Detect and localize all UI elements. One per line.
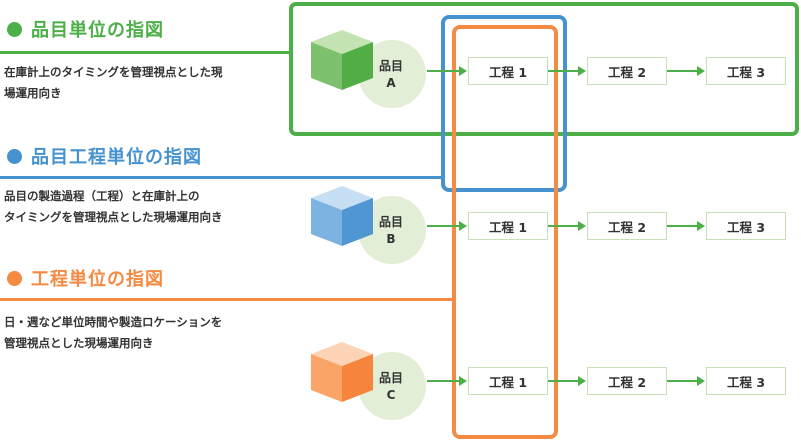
item-unit-frame (289, 2, 799, 136)
item-label-b: 品目 B (371, 214, 411, 248)
section-1-title-text: 品目単位の指図 (31, 20, 164, 41)
item-label-c: 品目 C (371, 370, 411, 404)
cube-right-face (342, 354, 373, 402)
cube-right-face (342, 42, 373, 90)
section-2-title: 品目工程単位の指図 (7, 143, 202, 169)
process-box-b-1: 工程 1 (468, 212, 548, 240)
section-2-rule (0, 176, 443, 179)
bullet-dot-icon (7, 148, 22, 164)
process-box-c-3: 工程 3 (706, 367, 786, 395)
section-2-desc-line-2: タイミングを管理視点とした現場運用向き (4, 210, 223, 224)
section-1-desc-line-1: 在庫計上のタイミングを管理視点とした現 (4, 65, 223, 79)
flow-arrow-icon (667, 66, 705, 76)
item-process-unit-frame (441, 15, 567, 192)
flow-arrow-icon (667, 376, 705, 386)
section-1-rule (0, 51, 291, 54)
section-3-title-text: 工程単位の指図 (31, 269, 164, 290)
item-code: A (386, 76, 396, 90)
cube-left-face (311, 42, 342, 90)
bullet-dot-icon (7, 270, 22, 286)
process-box-a-2: 工程 2 (587, 57, 667, 85)
section-1-title: 品目単位の指図 (7, 16, 164, 42)
bullet-dot-icon (7, 21, 22, 37)
item-cube-icon (311, 342, 373, 402)
process-box-a-1: 工程 1 (468, 57, 548, 85)
section-3-desc-line-1: 日・週など単位時間や製造ロケーションを (4, 315, 223, 329)
flow-arrow-icon (667, 221, 705, 231)
section-1-description: 在庫計上のタイミングを管理視点とした現 場運用向き (4, 62, 223, 104)
section-2-title-text: 品目工程単位の指図 (31, 147, 202, 168)
process-box-b-3: 工程 3 (706, 212, 786, 240)
item-label-text: 品目 (378, 215, 403, 229)
section-1-desc-line-2: 場運用向き (4, 86, 62, 100)
section-3-title: 工程単位の指図 (7, 265, 164, 291)
item-label-text: 品目 (378, 59, 403, 73)
process-unit-frame (452, 25, 558, 439)
flow-arrow-icon (548, 221, 586, 231)
flow-arrow-icon (548, 66, 586, 76)
item-label-text: 品目 (378, 371, 403, 385)
section-3-rule (0, 298, 454, 301)
cube-left-face (311, 354, 342, 402)
section-2-desc-line-1: 品目の製造過程（工程）と在庫計上の (4, 189, 200, 203)
item-label-a: 品目 A (371, 58, 411, 92)
item-code: C (386, 388, 396, 402)
process-box-c-1: 工程 1 (468, 367, 548, 395)
section-3-desc-line-2: 管理視点とした現場運用向き (4, 336, 154, 350)
flow-arrow-icon (548, 376, 586, 386)
item-cube-icon (311, 186, 373, 246)
item-code: B (386, 232, 396, 246)
cube-right-face (342, 198, 373, 246)
item-cube-icon (311, 30, 373, 90)
section-3-description: 日・週など単位時間や製造ロケーションを 管理視点とした現場運用向き (4, 312, 222, 354)
flow-arrow-icon (427, 376, 467, 386)
process-box-b-2: 工程 2 (587, 212, 667, 240)
cube-left-face (311, 198, 342, 246)
process-box-a-3: 工程 3 (706, 57, 786, 85)
flow-arrow-icon (427, 221, 467, 231)
process-box-c-2: 工程 2 (587, 367, 667, 395)
section-2-description: 品目の製造過程（工程）と在庫計上の タイミングを管理視点とした現場運用向き (4, 186, 223, 228)
flow-arrow-icon (427, 66, 467, 76)
